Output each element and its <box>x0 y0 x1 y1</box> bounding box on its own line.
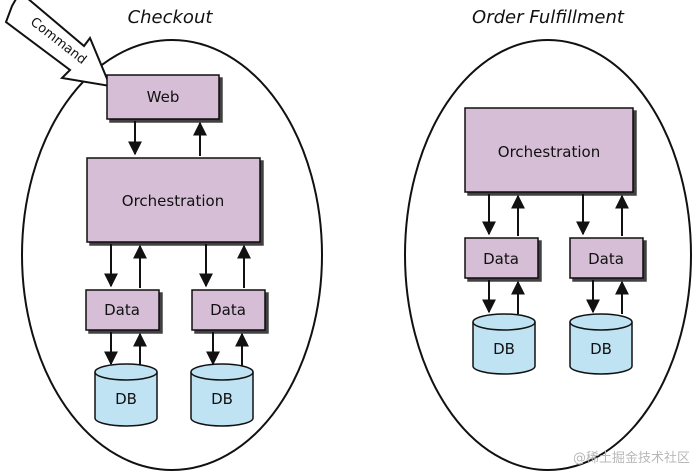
fulfillment-data-right-label: Data <box>588 250 624 268</box>
checkout-data-left-box <box>85 289 160 331</box>
checkout-service: Checkout Command Web Orchestration <box>4 0 323 471</box>
checkout-data-right-box <box>191 289 266 331</box>
checkout-db-left: DB <box>94 363 158 427</box>
checkout-db-right: DB <box>190 363 254 427</box>
db-cylinder-top <box>190 363 254 381</box>
fulfillment-db-right-label: DB <box>590 340 612 358</box>
fulfillment-title: Order Fulfillment <box>472 7 625 28</box>
checkout-db-left-label: DB <box>115 390 137 408</box>
fulfillment-db-left-label: DB <box>493 340 515 358</box>
db-cylinder-top <box>569 313 633 331</box>
checkout-db-right-label: DB <box>211 390 233 408</box>
web-label: Web <box>147 88 180 106</box>
web-box <box>106 74 220 120</box>
checkout-orchestration-box <box>86 157 261 243</box>
fulfillment-db-left: DB <box>472 313 536 375</box>
db-cylinder-icon <box>190 372 254 427</box>
command-arrow: Command <box>4 0 112 88</box>
fulfillment-service: Order Fulfillment Orchestration Data Dat… <box>404 7 692 471</box>
fulfillment-orchestration-box <box>464 107 634 193</box>
db-cylinder-top <box>472 313 536 331</box>
db-cylinder-top <box>94 363 158 381</box>
db-cylinder-icon <box>94 372 158 427</box>
checkout-orchestration-label: Orchestration <box>122 192 224 210</box>
checkout-boundary <box>21 39 323 471</box>
fulfillment-orchestration-label: Orchestration <box>498 143 600 161</box>
checkout-title: Checkout <box>128 7 214 28</box>
db-cylinder-icon <box>569 322 633 375</box>
fulfillment-data-left-box <box>464 237 539 279</box>
fulfillment-data-left-label: Data <box>483 250 519 268</box>
fulfillment-boundary <box>404 39 692 471</box>
checkout-data-right-label: Data <box>210 301 246 319</box>
fulfillment-db-right: DB <box>569 313 633 375</box>
checkout-data-left-label: Data <box>104 301 140 319</box>
fulfillment-data-right-box <box>569 237 644 279</box>
db-cylinder-icon <box>472 322 536 375</box>
watermark: @稀土掘金技术社区 <box>573 450 690 466</box>
